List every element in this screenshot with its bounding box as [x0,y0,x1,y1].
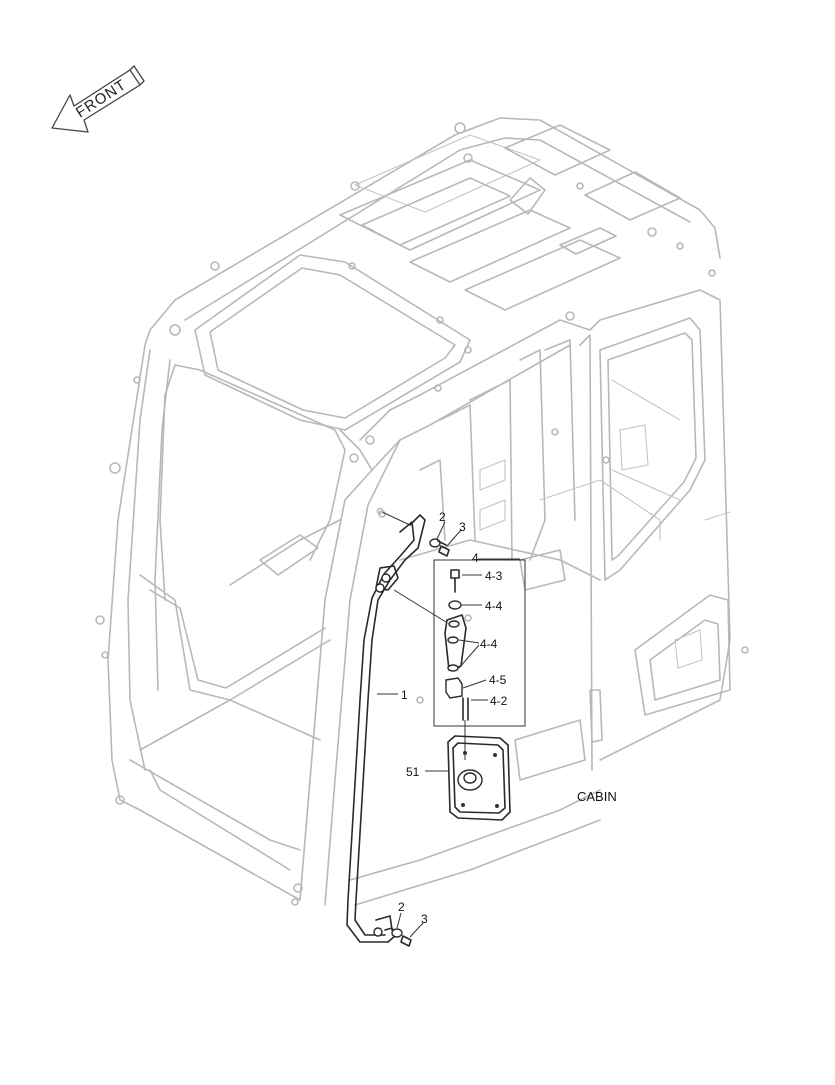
callout-mirror-kit: 4 [472,551,479,565]
front-arrow-icon [51,65,145,133]
callout-spring-washer-top: 2 [439,510,446,524]
leader-lines [377,521,520,938]
mirror [447,735,511,821]
callout-kit-washer-lower: 4-4 [480,637,498,651]
mirror-stay [346,514,426,943]
assembly-label: CABIN [577,789,617,804]
callout-bolt-top: 3 [459,520,466,534]
mirror-kit-box [393,559,526,760]
callout-kit-nut: 4-5 [489,673,507,687]
callout-kit-washer-upper: 4-4 [485,599,503,613]
front-label: FRONT [73,76,130,121]
callout-kit-bolt: 4-3 [485,569,503,583]
callout-bolt-bottom: 3 [421,912,428,926]
callout-spring-washer-bottom: 2 [398,900,405,914]
top-fasteners [376,507,450,557]
callout-mirror: 51 [406,765,420,779]
bottom-fasteners [391,928,412,947]
cabin-outline [95,117,749,906]
callout-kit-rod: 4-2 [490,694,508,708]
callout-mirror-stay: 1 [401,688,408,702]
